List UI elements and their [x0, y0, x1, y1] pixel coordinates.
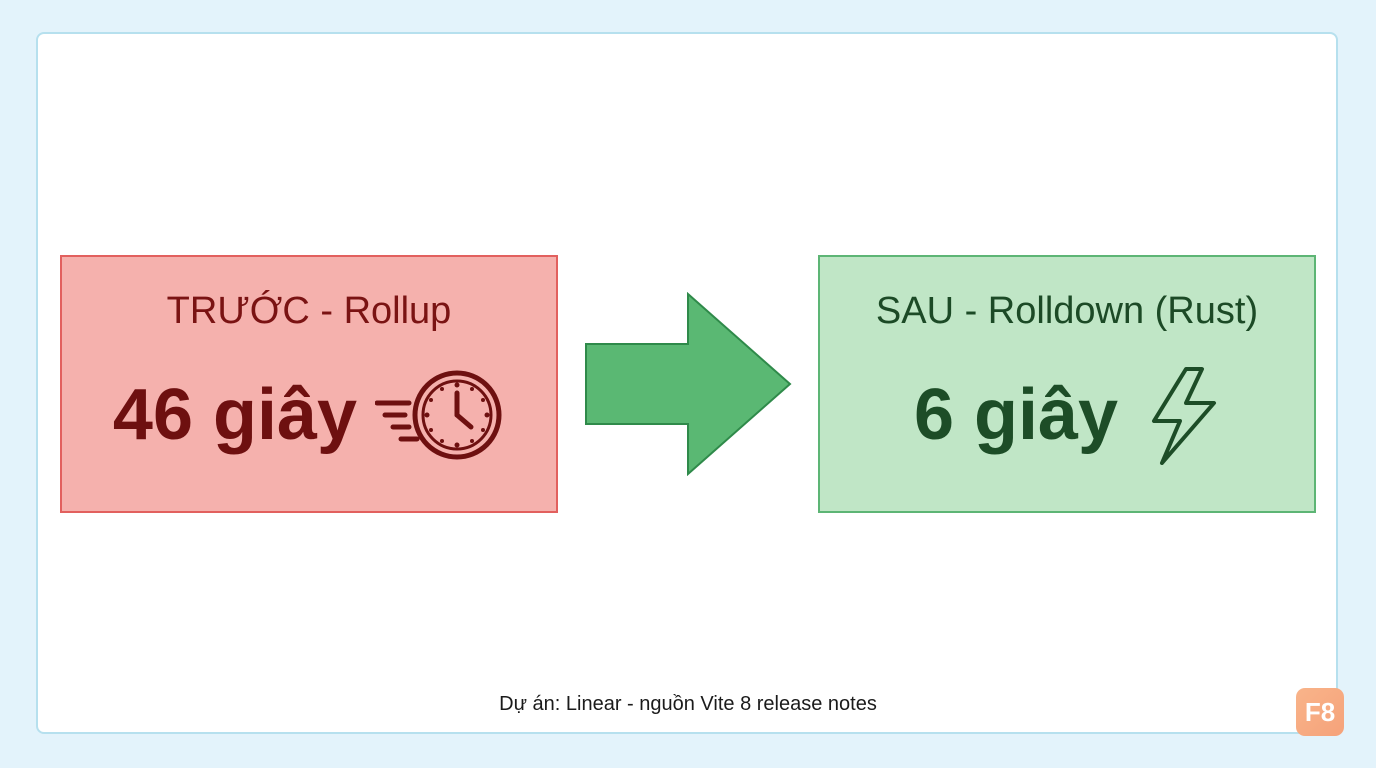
source-caption: Dự án: Linear - nguồn Vite 8 release not…: [499, 693, 877, 715]
before-value: 46 giây: [112, 375, 358, 455]
after-title: SAU - Rolldown (Rust): [875, 290, 1259, 332]
before-panel: TRƯỚC - Rollup 46 giây: [60, 255, 558, 513]
right-arrow-icon: [584, 291, 794, 477]
before-title: TRƯỚC - Rollup: [166, 290, 452, 332]
f8-logo: F8: [1296, 688, 1344, 736]
lightning-bolt-icon: [1146, 365, 1220, 465]
after-panel: SAU - Rolldown (Rust) 6 giây: [818, 255, 1316, 513]
before-value-row: 46 giây: [62, 365, 556, 465]
fast-clock-icon: [374, 365, 505, 465]
after-value: 6 giây: [913, 375, 1119, 455]
after-value-row: 6 giây: [820, 365, 1314, 465]
